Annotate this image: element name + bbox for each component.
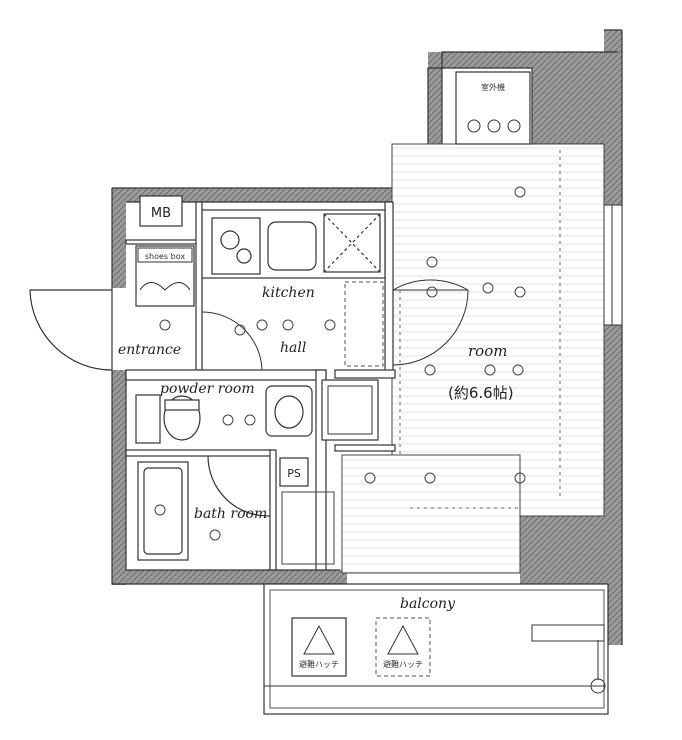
meter-box: MB bbox=[139, 195, 183, 227]
powder-room-fixtures bbox=[135, 385, 313, 444]
window-right bbox=[603, 204, 623, 326]
bath-tub bbox=[137, 455, 271, 561]
shoes-box-label: shoes box bbox=[145, 252, 185, 261]
balcony-label: balcony bbox=[400, 596, 456, 612]
hatch-right-label: 避難ハッチ bbox=[383, 659, 423, 669]
powder-room-label: powder room bbox=[160, 381, 255, 397]
evac-hatch-left: 避難ハッチ bbox=[291, 617, 347, 677]
washer-area bbox=[321, 379, 379, 441]
room-size-label: (約6.6帖) bbox=[448, 384, 514, 402]
ps-shaft: PS bbox=[279, 457, 309, 487]
ps-label: PS bbox=[287, 467, 301, 480]
shoes-box: shoes box bbox=[135, 245, 195, 307]
hatch-left-label: 避難ハッチ bbox=[299, 659, 339, 669]
room-dashed-lines bbox=[399, 150, 561, 509]
ac-unit: 室外機 bbox=[455, 71, 531, 145]
entrance-label: entrance bbox=[118, 342, 181, 358]
hall-doors bbox=[201, 279, 469, 371]
kitchen-counter bbox=[201, 209, 386, 279]
entrance-door bbox=[29, 289, 113, 371]
ac-unit-label: 室外機 bbox=[481, 82, 505, 92]
evac-hatch-right: 避難ハッチ bbox=[375, 617, 431, 677]
bath-room-label: bath room bbox=[194, 506, 267, 522]
kitchen-label: kitchen bbox=[262, 285, 315, 301]
mb-label: MB bbox=[151, 206, 171, 221]
room-label: room bbox=[468, 342, 507, 360]
hall-label: hall bbox=[280, 340, 306, 356]
closet bbox=[344, 281, 384, 367]
outlet-symbols bbox=[154, 186, 526, 541]
interior-walls bbox=[125, 201, 396, 571]
room-floor bbox=[391, 143, 605, 517]
